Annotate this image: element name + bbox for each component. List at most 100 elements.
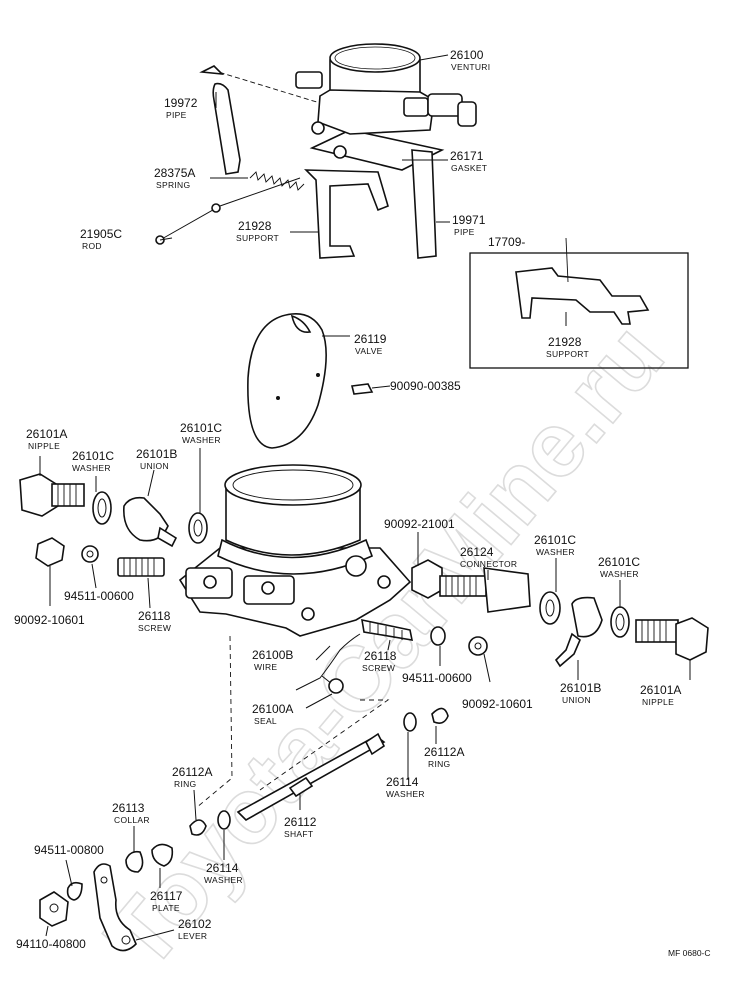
part-name: SUPPORT bbox=[546, 349, 589, 359]
part-label-90092-10601-right[interactable]: 90092-10601 bbox=[462, 697, 533, 711]
part-label-94511-00600-right[interactable]: 94511-00600 bbox=[402, 671, 472, 685]
part-name: NIPPLE bbox=[28, 441, 60, 451]
part-number: 26101B bbox=[560, 681, 601, 695]
part-label-90092-21001[interactable]: 90092-21001 bbox=[384, 517, 455, 531]
shaft-group-drawing bbox=[39, 707, 449, 952]
part-name: SEAL bbox=[254, 716, 277, 726]
part-name: SUPPORT bbox=[236, 233, 279, 243]
part-number: 26118 bbox=[138, 609, 171, 623]
part-number: 26100A bbox=[252, 702, 293, 716]
part-name: UNION bbox=[140, 461, 169, 471]
part-name: WASHER bbox=[182, 435, 221, 445]
part-number: 26101C bbox=[598, 555, 640, 569]
part-number: 94511-00600 bbox=[402, 671, 472, 685]
part-name: LEVER bbox=[178, 931, 207, 941]
part-number: 26112A bbox=[424, 745, 464, 759]
part-label-94511-00800[interactable]: 94511-00800 bbox=[34, 843, 104, 857]
part-name: UNION bbox=[562, 695, 591, 705]
part-number: 90092-10601 bbox=[14, 613, 85, 627]
part-name: WIRE bbox=[254, 662, 277, 672]
part-number: 26101A bbox=[26, 427, 67, 441]
part-name: WASHER bbox=[536, 547, 575, 557]
part-label-94511-00600-left[interactable]: 94511-00600 bbox=[64, 589, 134, 603]
part-name: RING bbox=[174, 779, 196, 789]
part-number: 26114 bbox=[206, 861, 239, 875]
detail-frame bbox=[469, 252, 689, 369]
part-name: NIPPLE bbox=[642, 697, 674, 707]
part-name: SPRING bbox=[156, 180, 190, 190]
part-name: ROD bbox=[82, 241, 102, 251]
part-number: 17709- bbox=[488, 235, 525, 249]
part-number: 26101B bbox=[136, 447, 177, 461]
wire-seal-drawing bbox=[295, 633, 361, 694]
part-name: PLATE bbox=[152, 903, 180, 913]
part-number: 26100 bbox=[450, 48, 484, 62]
part-label-17709[interactable]: 17709- bbox=[488, 235, 525, 249]
part-number: 26101C bbox=[72, 449, 114, 463]
part-number: 19972 bbox=[164, 96, 198, 110]
part-number: 26112 bbox=[284, 815, 317, 829]
left-fittings-drawing bbox=[19, 473, 208, 577]
valve-disc-drawing bbox=[247, 313, 374, 449]
part-name: VENTURI bbox=[451, 62, 490, 72]
part-number: 94511-00800 bbox=[34, 843, 104, 857]
venturi-assembly-drawing bbox=[155, 43, 477, 259]
part-name: VALVE bbox=[355, 346, 383, 356]
part-name: PIPE bbox=[454, 227, 475, 237]
main-body-drawing bbox=[178, 464, 412, 637]
part-label-94110-40800[interactable]: 94110-40800 bbox=[16, 937, 86, 951]
part-number: 90092-10601 bbox=[462, 697, 533, 711]
part-name: SCREW bbox=[138, 623, 171, 633]
part-number: 26101C bbox=[180, 421, 222, 435]
part-number: 26117 bbox=[150, 889, 183, 903]
part-name: WASHER bbox=[386, 789, 425, 799]
part-number: 19971 bbox=[452, 213, 486, 227]
part-number: 26113 bbox=[112, 801, 145, 815]
drawing-code: MF 0680-C bbox=[668, 948, 711, 958]
part-number: 26114 bbox=[386, 775, 419, 789]
part-label-90092-10601-left[interactable]: 90092-10601 bbox=[14, 613, 85, 627]
part-number: 26119 bbox=[354, 332, 387, 346]
part-name: RING bbox=[428, 759, 450, 769]
part-name: SCREW bbox=[362, 663, 395, 673]
part-label-90090[interactable]: 90090-00385 bbox=[390, 379, 461, 393]
part-number: 26102 bbox=[178, 917, 212, 931]
part-number: 21928 bbox=[548, 335, 582, 349]
support-detail-box bbox=[469, 237, 689, 369]
part-number: 26112A bbox=[172, 765, 212, 779]
watermark: Toyota-CarMine.ru bbox=[87, 305, 683, 988]
